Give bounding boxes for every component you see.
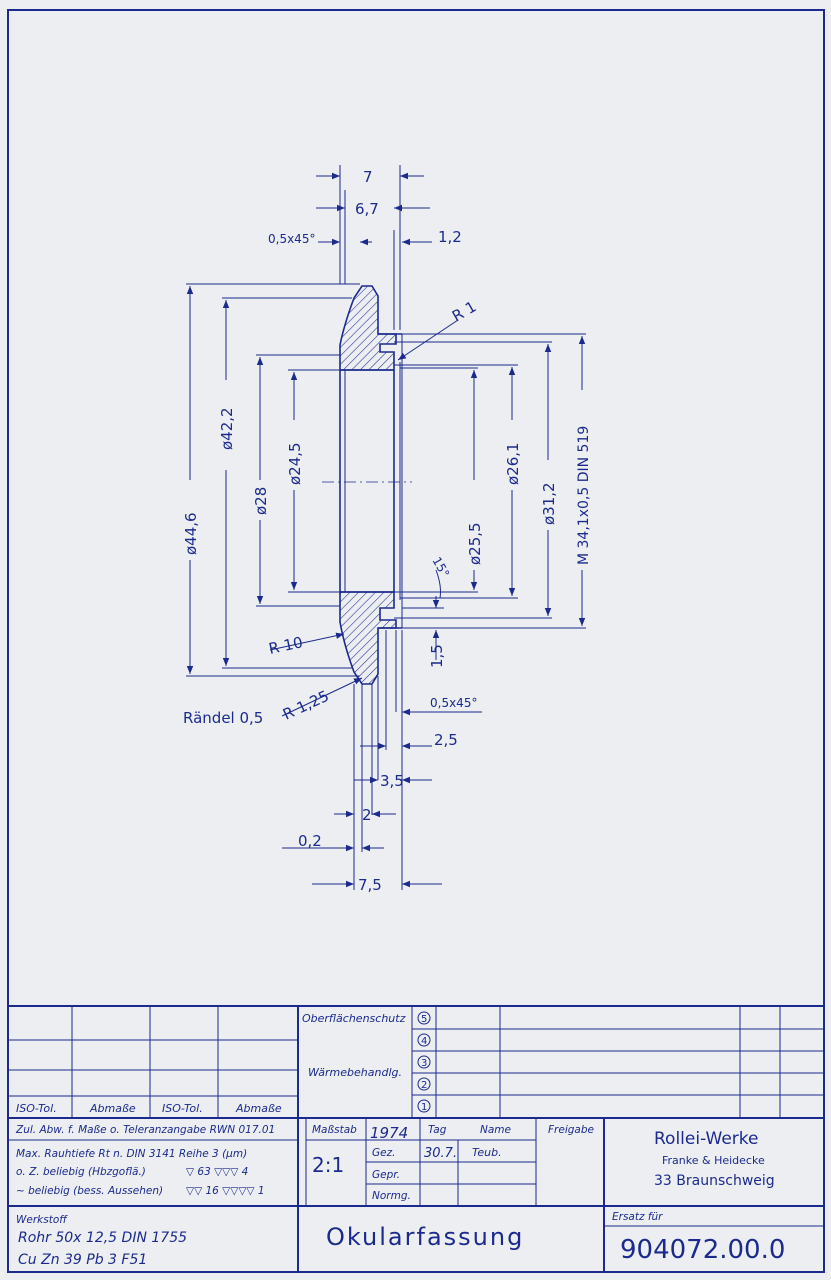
company-city: 33 Braunschweig (654, 1173, 775, 1189)
dim-d25-5: ø25,5 (466, 522, 484, 565)
dim-angle: 15° (429, 555, 452, 580)
iso-tol-2-label: ISO-Tol. (162, 1102, 203, 1115)
part-number: 904072.00.0 (620, 1235, 785, 1265)
dim-2: 2 (362, 806, 372, 824)
tag-label: Tag (428, 1124, 447, 1136)
abmasse-1-label: Abmaße (89, 1102, 136, 1115)
row-4: 4 (421, 1036, 427, 1047)
row-1: 1 (421, 1102, 427, 1113)
heat-treatment-label: Wärmebehandlg. (308, 1066, 402, 1079)
dim-r1-25: R 1,25 (280, 687, 332, 724)
dim-d31-2: ø31,2 (540, 482, 558, 525)
dim-2-5: 2,5 (434, 731, 458, 749)
abmasse-2-label: Abmaße (235, 1102, 282, 1115)
drawn-date: 30.7. (424, 1146, 457, 1161)
row-3: 3 (421, 1058, 427, 1069)
row-5: 5 (421, 1014, 427, 1025)
gepr-label: Gepr. (372, 1169, 400, 1181)
roughness-note-1: Max. Rauhtiefe Rt n. DIN 3141 Reihe 3 (µ… (16, 1148, 247, 1160)
normg-label: Normg. (372, 1190, 411, 1202)
dim-chamfer-bottom: 0,5x45° (430, 696, 477, 710)
ersatz-label: Ersatz für (612, 1211, 663, 1223)
dim-7-5: 7,5 (358, 876, 382, 894)
material-label: Werkstoff (16, 1214, 68, 1226)
dim-1-2: 1,2 (438, 228, 462, 246)
name-label: Name (480, 1124, 511, 1136)
dim-1-5: 1,5 (428, 644, 446, 668)
title-block-grid (8, 1005, 824, 1272)
drawn-name: Teub. (472, 1146, 502, 1159)
dim-d28: ø28 (252, 487, 270, 515)
gez-label: Gez. (372, 1147, 395, 1159)
dim-d42-2: ø42,2 (218, 407, 236, 450)
upper-wall-hatch (339, 285, 397, 371)
dim-7: 7 (363, 168, 373, 186)
dim-d24-5: ø24,5 (286, 442, 304, 485)
roughness-note-2b: ▽ 63 ▽▽▽ 4 (186, 1166, 248, 1178)
roughness-note-3b: ▽▽ 16 ▽▽▽▽ 1 (186, 1185, 265, 1197)
material-line-2: Cu Zn 39 Pb 3 F51 (18, 1252, 147, 1268)
revision-rows: 5 4 3 2 1 (417, 1011, 431, 1113)
dim-0-2: 0,2 (298, 832, 322, 850)
roughness-note-3a: ~ beliebig (bess. Aussehen) (16, 1185, 163, 1197)
dim-3-5: 3,5 (380, 772, 404, 790)
dim-r10: R 10 (267, 633, 304, 658)
scale-label: Maßstab (312, 1124, 357, 1136)
roughness-note-2a: o. Z. beliebig (Hbzgoflä.) (16, 1166, 146, 1178)
material-line-1: Rohr 50x 12,5 DIN 1755 (18, 1230, 187, 1246)
dim-r1: R 1 (449, 298, 479, 326)
company-subtitle: Franke & Heidecke (662, 1154, 765, 1167)
scale-value: 2:1 (312, 1153, 344, 1177)
part-name: Okularfassung (326, 1223, 524, 1251)
tolerance-note: Zul. Abw. f. Maße o. Teleranzangabe RWN … (15, 1124, 275, 1136)
dimension-lines (186, 165, 586, 890)
dim-d26-1: ø26,1 (504, 442, 522, 485)
sheet-border (7, 9, 825, 1273)
dim-chamfer-top: 0,5x45° (268, 232, 315, 246)
knurl-note: Rändel 0,5 (183, 709, 263, 727)
iso-tol-1-label: ISO-Tol. (16, 1102, 57, 1115)
freigabe-label: Freigabe (548, 1124, 594, 1136)
part-section-view (322, 285, 412, 685)
dim-thread: M 34,1x0,5 DIN 519 (576, 426, 592, 565)
company-name: Rollei-Werke (654, 1129, 758, 1149)
lower-wall-hatch (339, 591, 397, 685)
drawing-year: 1974 (370, 1124, 408, 1142)
dim-d44-6: ø44,6 (182, 512, 200, 555)
surface-protection-label: Oberflächenschutz (302, 1012, 406, 1025)
dim-6-7: 6,7 (355, 200, 379, 218)
row-2: 2 (421, 1080, 427, 1091)
